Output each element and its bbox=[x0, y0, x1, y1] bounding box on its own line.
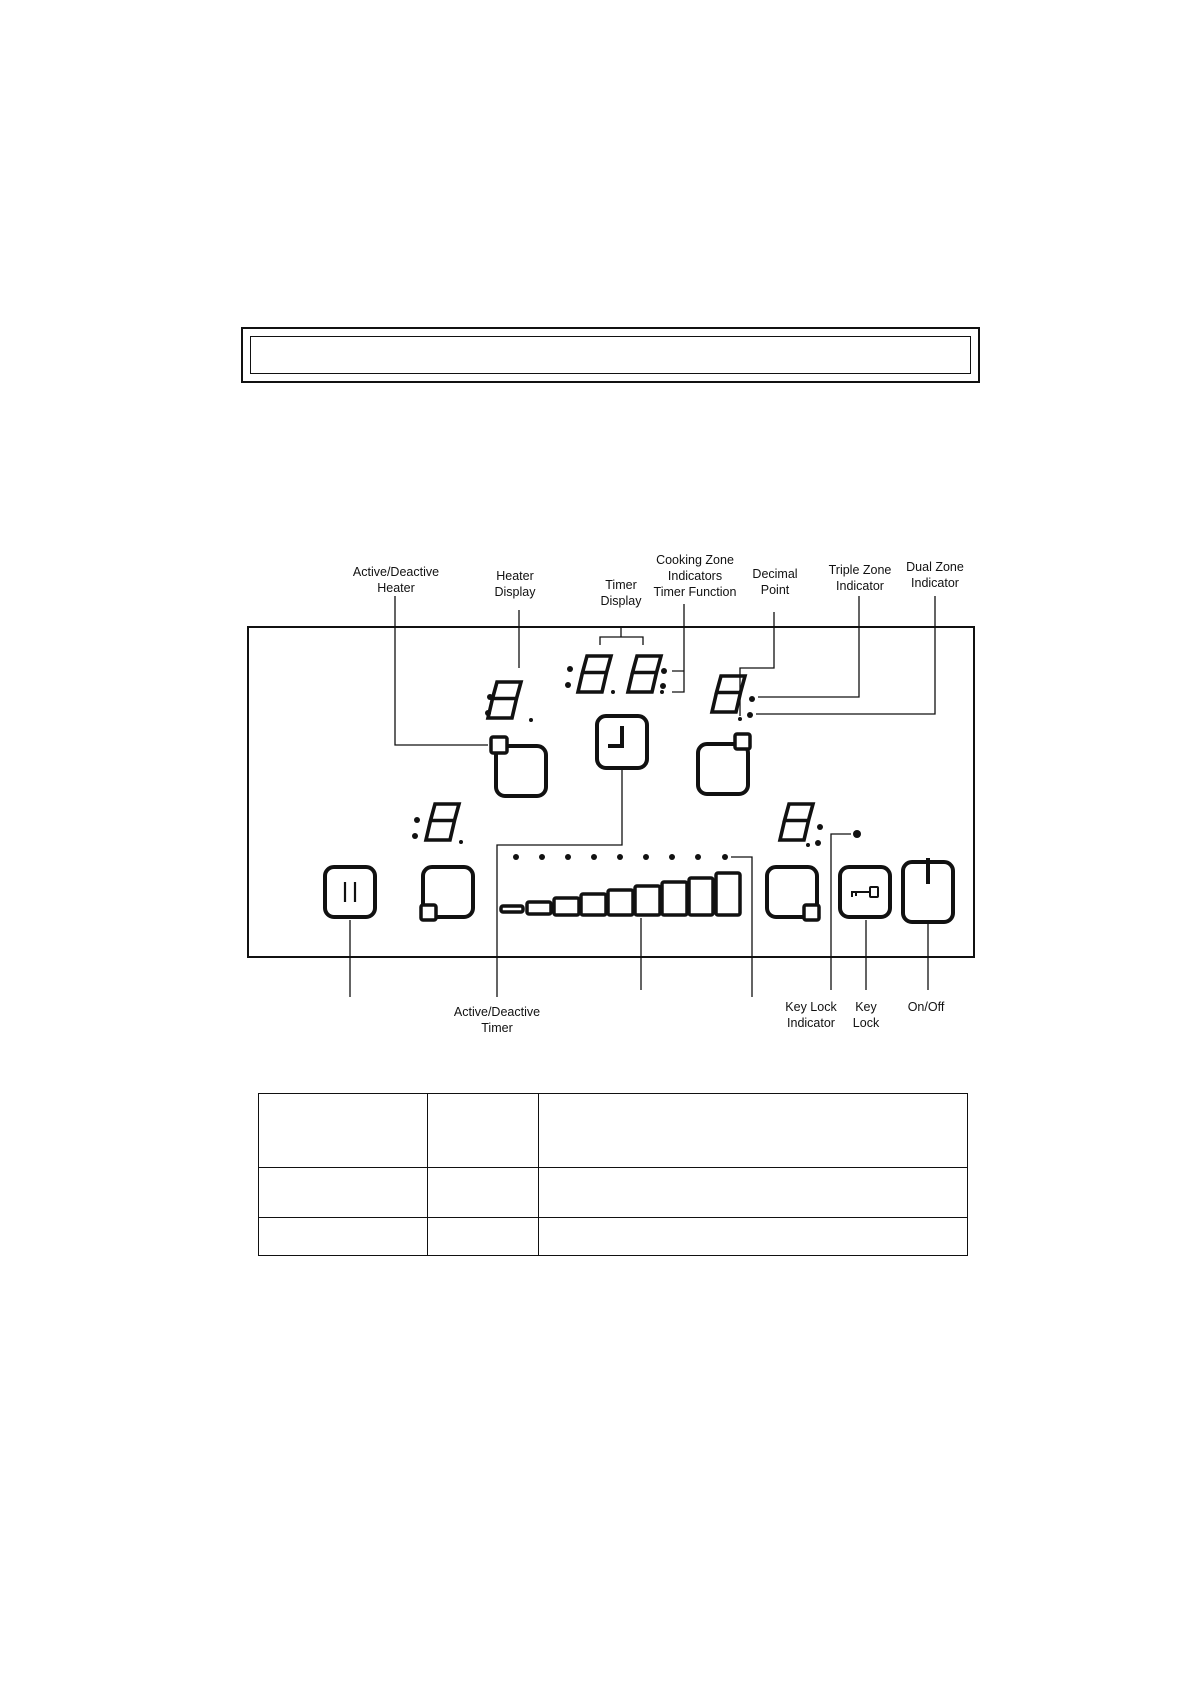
lower-right-decimal-dot bbox=[806, 843, 810, 847]
panel-outline bbox=[247, 626, 975, 958]
cooking-zone-indicator-dot bbox=[660, 683, 666, 689]
heater-colon-dot bbox=[487, 694, 493, 700]
slider-level-dots bbox=[513, 854, 728, 860]
cooking-zone-leader bbox=[672, 604, 685, 693]
cooking-zone-indicator-dot bbox=[661, 668, 667, 674]
timer-bracket bbox=[599, 626, 644, 645]
label-on-off: On/Off bbox=[907, 1000, 945, 1014]
heater-display-lower-right bbox=[777, 802, 816, 842]
lower-right-colon-dot bbox=[817, 824, 823, 830]
table-cell bbox=[259, 1094, 428, 1168]
leader-active-timer bbox=[496, 770, 623, 997]
leader-key-lock-indicator bbox=[830, 833, 851, 990]
table-cell bbox=[427, 1217, 539, 1256]
spec-table bbox=[258, 1093, 968, 1256]
heater-decimal-dot bbox=[529, 718, 533, 722]
key-lock-indicator-dot bbox=[853, 830, 861, 838]
heater-button-right bbox=[696, 742, 750, 796]
lower-left-colon-dot bbox=[414, 817, 420, 823]
pause-button bbox=[323, 865, 377, 919]
table-cell bbox=[538, 1217, 968, 1256]
leader-decimal-point bbox=[739, 612, 775, 716]
timer-decimal-dot bbox=[660, 690, 664, 694]
title-box-inner bbox=[250, 336, 971, 374]
heater-colon-dot bbox=[485, 710, 491, 716]
dual-zone-dot bbox=[747, 712, 753, 718]
heater-button-right-corner bbox=[733, 732, 752, 751]
leader-dual-zone bbox=[756, 596, 936, 715]
triple-zone-dot bbox=[749, 696, 755, 702]
heater-button-lower-right bbox=[765, 865, 819, 919]
table-cell bbox=[538, 1093, 968, 1168]
heater-display bbox=[485, 680, 524, 720]
timer-decimal-dot bbox=[611, 690, 615, 694]
table-cell bbox=[259, 1218, 428, 1256]
heater-display-lower-left bbox=[423, 802, 462, 842]
timer-colon-dot bbox=[565, 682, 571, 688]
table-cell bbox=[427, 1093, 539, 1168]
timer-display-digit bbox=[625, 654, 664, 694]
decimal-point-dot bbox=[738, 717, 742, 721]
pause-icon bbox=[343, 882, 357, 902]
key-lock-button bbox=[838, 865, 892, 919]
table-row bbox=[258, 1217, 968, 1256]
leader-slider-dot bbox=[731, 856, 753, 997]
table-row bbox=[258, 1167, 968, 1218]
heater-button bbox=[494, 744, 548, 798]
table-cell bbox=[427, 1167, 539, 1218]
clock-icon bbox=[608, 726, 624, 748]
heater-button-lower-right-corner bbox=[802, 903, 821, 922]
table-row bbox=[259, 1093, 968, 1168]
timer-display-digit bbox=[575, 654, 614, 694]
power-slider bbox=[499, 871, 742, 917]
leader-active-heater bbox=[394, 596, 488, 746]
lower-right-colon-dot bbox=[815, 840, 821, 846]
table-cell bbox=[259, 1168, 428, 1218]
leader-triple-zone bbox=[758, 596, 860, 698]
timer-button bbox=[595, 714, 649, 770]
lower-left-decimal-dot bbox=[459, 840, 463, 844]
heater-button-lower-left-corner bbox=[419, 903, 438, 922]
heater-button-lower-left bbox=[421, 865, 475, 919]
table-cell bbox=[538, 1167, 968, 1218]
heater-button-corner bbox=[489, 735, 509, 755]
title-box bbox=[241, 327, 980, 383]
timer-colon-dot bbox=[567, 666, 573, 672]
lower-left-colon-dot bbox=[412, 833, 418, 839]
key-icon bbox=[851, 886, 879, 898]
